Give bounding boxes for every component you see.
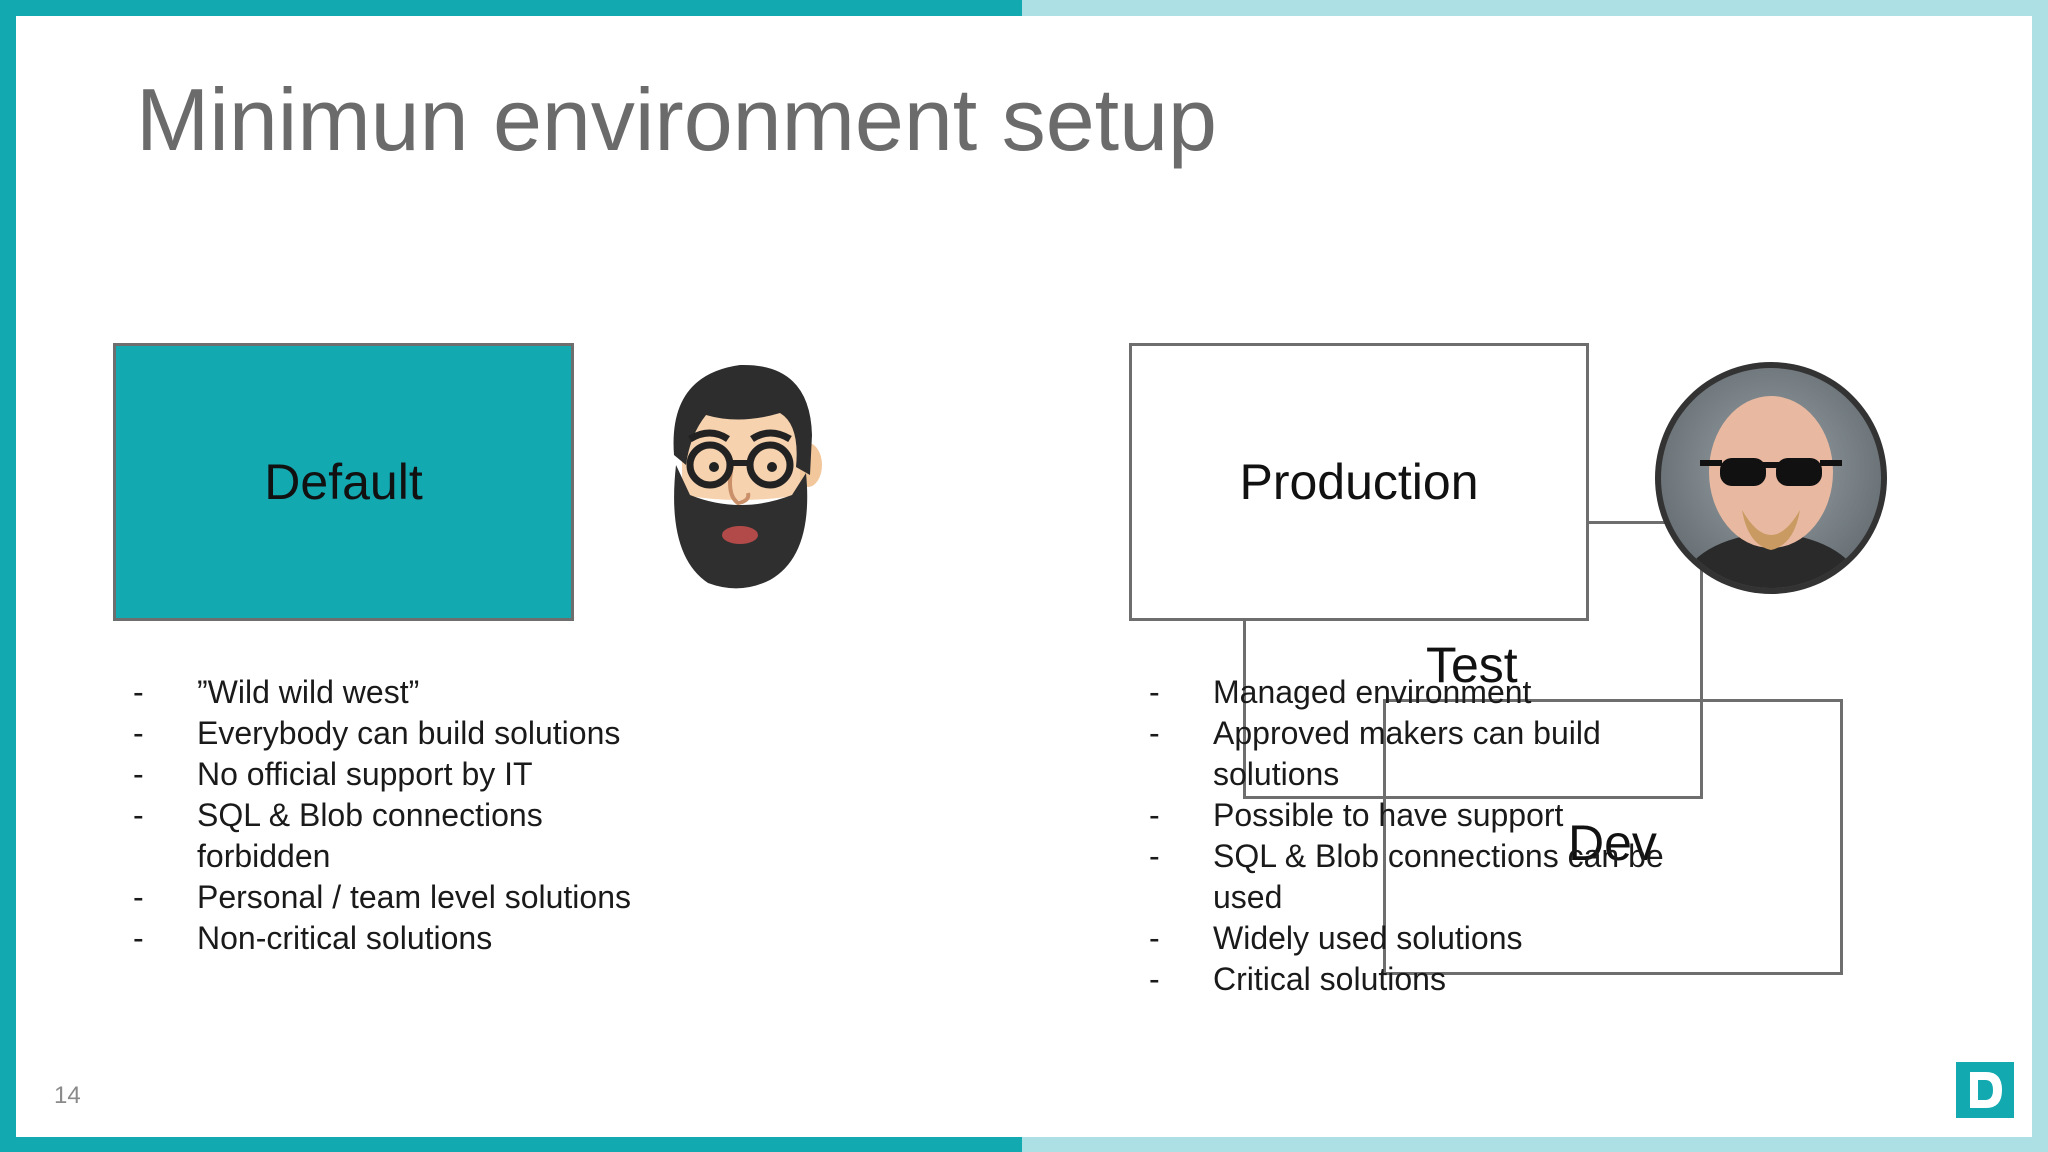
top-light-bar bbox=[1022, 0, 2048, 16]
d-logo-icon bbox=[1956, 1062, 2014, 1118]
list-item: -Approved makers can build solutions bbox=[1149, 715, 1601, 792]
list-item: -Possible to have support bbox=[1149, 797, 1564, 833]
list-item: -Non-critical solutions bbox=[133, 920, 493, 956]
default-environment-label: Default bbox=[264, 454, 423, 510]
production-bullet-list: -Managed environment -Approved makers ca… bbox=[1149, 672, 1709, 1000]
slide-title: Minimun environment setup bbox=[136, 70, 1217, 169]
list-item: -Critical solutions bbox=[1149, 961, 1446, 997]
list-item: -Managed environment bbox=[1149, 674, 1532, 710]
production-environment-box: Production bbox=[1129, 343, 1589, 621]
right-light-bar bbox=[2032, 0, 2048, 1152]
list-item: -Everybody can build solutions bbox=[133, 715, 621, 751]
list-item: -No official support by IT bbox=[133, 756, 533, 792]
list-item: -SQL & Blob connections forbidden bbox=[133, 797, 543, 874]
left-accent-bar bbox=[0, 0, 16, 1152]
dev-environment-label: Dev bbox=[1568, 815, 1657, 871]
test-environment-label: Test bbox=[1426, 637, 1518, 693]
bearded-man-cartoon-icon bbox=[660, 355, 830, 595]
list-item: -Personal / team level solutions bbox=[133, 879, 631, 915]
default-environment-box: Default bbox=[113, 343, 574, 621]
default-bullet-list: -”Wild wild west” -Everybody can build s… bbox=[133, 672, 693, 959]
list-item: -Widely used solutions bbox=[1149, 920, 1523, 956]
dev-environment-box: Dev bbox=[1383, 699, 1843, 975]
bottom-light-bar bbox=[1022, 1137, 2048, 1152]
list-item: -”Wild wild west” bbox=[133, 674, 420, 710]
top-accent-bar bbox=[0, 0, 1022, 16]
bottom-accent-bar bbox=[0, 1137, 1022, 1152]
list-item: -SQL & Blob connections can be used bbox=[1149, 838, 1664, 915]
page-number: 14 bbox=[54, 1082, 81, 1109]
bald-man-sunglasses-photo-icon bbox=[1654, 360, 1888, 600]
production-environment-label: Production bbox=[1239, 454, 1479, 510]
